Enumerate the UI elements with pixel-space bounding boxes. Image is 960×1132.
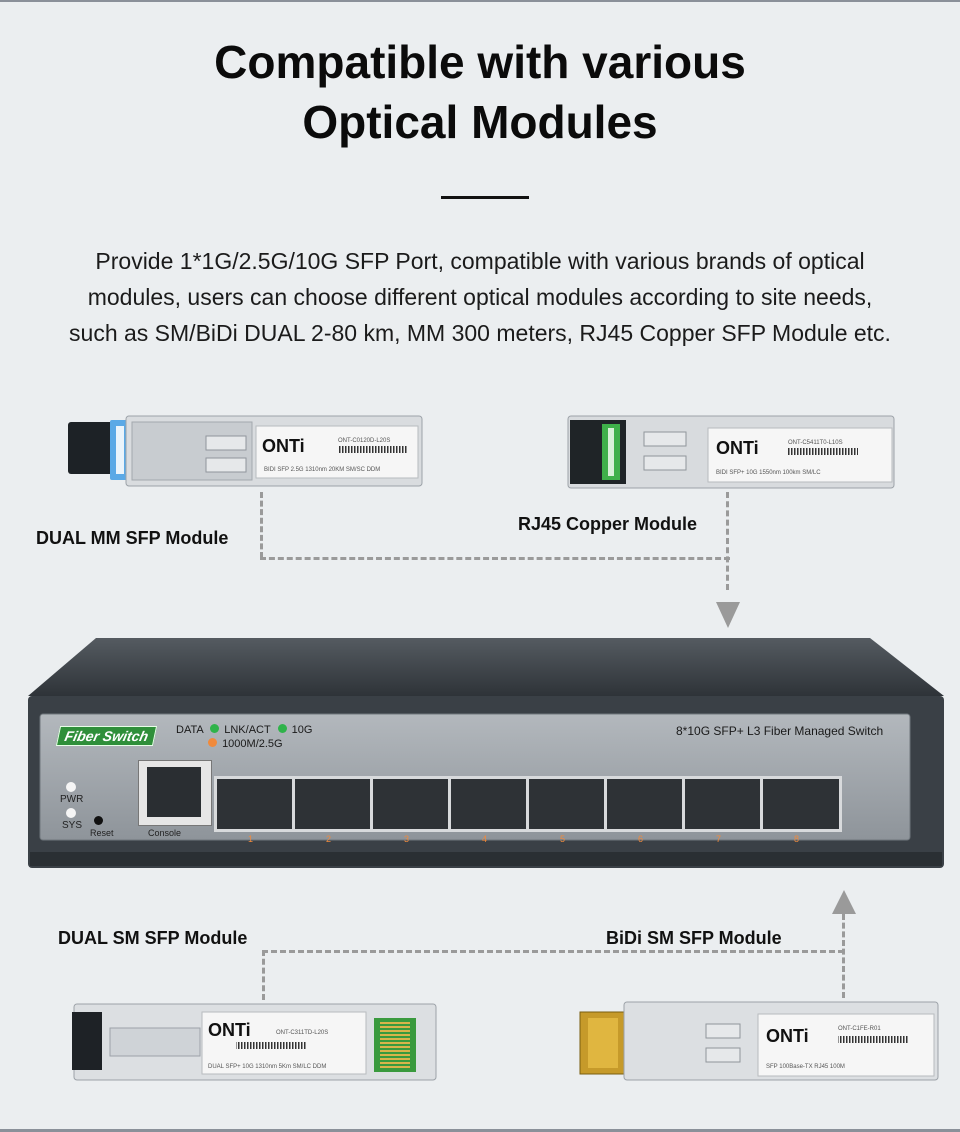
sfp-port-7[interactable] [682,776,764,832]
description-line-1: Provide 1*1G/2.5G/10G SFP Port, compatib… [95,248,865,274]
port-number-6: 6 [638,834,644,844]
arrow-up-icon [832,890,856,914]
legend-1000m: 1000M/2.5G [222,738,283,750]
sys-led-icon [66,808,76,818]
module-top-left-image: ONTi ONT-C0120D-L20S BIDI SFP 2.5G 1310n… [68,415,423,487]
sfp-port-8[interactable] [760,776,842,832]
connector-top-right-vertical [726,492,729,590]
module-bottom-left: ONTi ONT-C311TD-L20S DUAL SFP+ 10G 1310n… [70,998,440,1084]
description-line-2: modules, users can choose different opti… [87,284,873,310]
pwr-label: PWR [60,794,84,805]
port-number-8: 8 [794,834,800,844]
led-green-icon [210,724,220,733]
arrow-down-icon [716,602,740,628]
label-rj45: RJ45 Copper Module [518,514,698,534]
rj45-jack-icon [147,767,201,817]
module-top-right-spec: BIDI SFP+ 10G 1550nm 100km SM/LC [716,470,821,476]
module-bottom-left-image: ONTi ONT-C311TD-L20S DUAL SFP+ 10G 1310n… [72,1003,437,1081]
console-port[interactable] [138,760,212,826]
led-legend-2: 1000M/2.5G [208,738,283,750]
page-title: Compatible with various Optical Modules [0,32,960,152]
module-top-right-brand: ONTi [716,438,759,458]
port-number-5: 5 [560,834,566,844]
port-number-2: 2 [326,834,332,844]
port-number-7: 7 [716,834,722,844]
top-border [0,0,960,2]
led-orange-icon [208,738,217,747]
module-top-left-brand: ONTi [262,436,305,456]
module-bottom-right-image: ONTi ONT-C1FE-R01 SFP 100Base-TX RJ45 10… [579,1001,939,1081]
module-bottom-left-spec: DUAL SFP+ 10G 1310nm 5Km SM/LC DDM [208,1064,326,1070]
title-line-1: Compatible with various [214,36,746,88]
label-bidi-sm: BiDi SM SFP Module [606,928,782,948]
sys-label: SYS [62,820,83,831]
legend-lnk: LNK/ACT [224,724,271,736]
label-dual-sm: DUAL SM SFP Module [58,928,248,948]
port-number-3: 3 [404,834,410,844]
reset-label: Reset [90,828,114,838]
description-line-3: such as SM/BiDi DUAL 2-80 km, MM 300 met… [69,320,891,346]
label-dual-mm: DUAL MM SFP Module [36,528,229,548]
sfp-port-6[interactable] [604,776,686,832]
title-divider [441,196,529,199]
module-top-right-model: ONT-C5411T0-L10S [788,440,843,446]
sfp-port-2[interactable] [292,776,374,832]
console-label: Console [148,828,182,838]
module-bottom-right-spec: SFP 100Base-TX RJ45 100M [766,1064,845,1070]
sfp-port-1[interactable] [214,776,296,832]
description: Provide 1*1G/2.5G/10G SFP Port, compatib… [0,243,960,351]
led-green-10g-icon [277,724,287,733]
connector-bottom-left-vertical [262,950,265,1000]
module-bottom-right: ONTi ONT-C1FE-R01 SFP 100Base-TX RJ45 10… [576,996,942,1086]
title-line-2: Optical Modules [302,96,658,148]
fiber-switch: Fiber Switch DATA LNK/ACT 10G 1000M/2.5G… [0,630,960,890]
connector-top-horizontal [260,557,730,560]
legend-10g: 10G [291,724,313,736]
port-number-4: 4 [482,834,488,844]
module-top-right-image: ONTi ONT-C5411T0-L10S BIDI SFP+ 10G 1550… [567,415,895,489]
sfp-port-row: 1 2 3 4 5 6 7 8 [214,776,842,846]
connector-bottom-right-vertical [842,914,845,998]
sfp-port-4[interactable] [448,776,530,832]
module-bottom-right-model: ONT-C1FE-R01 [838,1026,881,1032]
bottom-border [0,1129,960,1132]
connector-top-left-vertical [260,492,263,558]
legend-data: DATA [176,724,204,736]
module-top-right: ONTi ONT-C5411T0-L10S BIDI SFP+ 10G 1550… [566,412,896,492]
reset-button[interactable] [94,816,103,825]
module-bottom-left-model: ONT-C311TD-L20S [276,1030,328,1036]
module-top-left: ONTi ONT-C0120D-L20S BIDI SFP 2.5G 1310n… [66,408,426,492]
module-bottom-right-brand: ONTi [766,1026,809,1046]
switch-product-name: 8*10G SFP+ L3 Fiber Managed Switch [676,724,884,738]
pwr-led-icon [66,782,76,792]
module-top-left-model: ONT-C0120D-L20S [338,438,390,444]
sfp-port-3[interactable] [370,776,452,832]
fiber-switch-badge-text: Fiber Switch [63,728,150,744]
led-legend: DATA LNK/ACT 10G [176,724,312,736]
module-bottom-left-brand: ONTi [208,1020,251,1040]
module-top-left-spec: BIDI SFP 2.5G 1310nm 20KM SM/SC DDM [264,467,380,473]
fiber-switch-badge: Fiber Switch [55,726,158,746]
connector-bottom-horizontal [262,950,844,953]
sfp-port-5[interactable] [526,776,608,832]
port-number-1: 1 [248,834,254,844]
